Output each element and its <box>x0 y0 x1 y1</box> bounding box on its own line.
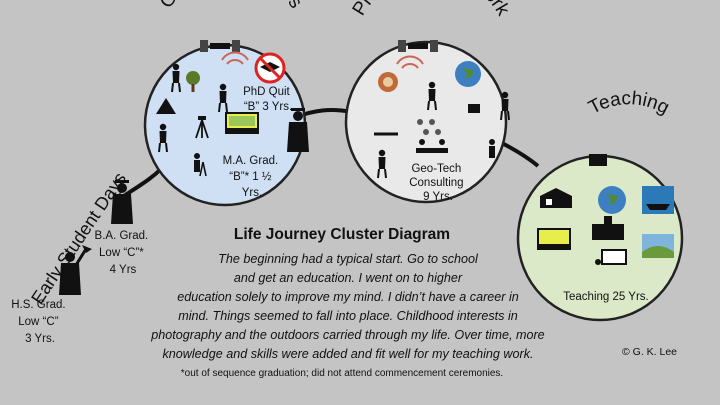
tree-icon <box>186 71 200 92</box>
board-icon <box>589 154 607 166</box>
photographer-icon-2 <box>489 139 495 158</box>
teacher-icon <box>595 249 627 265</box>
paragraph-line: and get an education. I went on to highe… <box>233 271 463 285</box>
classroom-icon <box>225 112 259 134</box>
network-icon <box>417 119 441 135</box>
computer-user-icon-2 <box>468 104 480 113</box>
surveyor-icon <box>195 116 209 139</box>
paragraph-line: photography and the outdoors carried thr… <box>151 328 545 342</box>
hs-graduate-icon <box>59 245 92 295</box>
private-sector-title: Private Sector Work <box>349 0 514 20</box>
tent-icon <box>156 98 176 114</box>
radar-icon-2 <box>396 55 424 69</box>
hs-label: H.S. Grad. Low “C” 3 Yrs. <box>11 299 69 345</box>
description-paragraph: The beginning had a typical start. Go to… <box>88 250 608 364</box>
copyright: © G. K. Lee <box>622 346 678 358</box>
farm-icon <box>642 234 674 258</box>
tripod-photographer-icon <box>194 153 207 177</box>
geo-label: Geo-Tech Consulting 9 Yrs. <box>409 163 467 203</box>
teaching-years-label: Teaching 25 Yrs. <box>563 291 648 303</box>
graduate-icon <box>287 108 309 152</box>
satellite-icon <box>200 40 240 52</box>
meeting-icon <box>416 139 448 153</box>
no-hat-icon <box>254 52 286 84</box>
diagram-title: Life Journey Cluster Diagram <box>233 226 451 243</box>
school-building-icon <box>540 188 572 208</box>
paragraph-line: The beginning had a typical start. Go to… <box>218 252 478 266</box>
ba-graduate-icon <box>111 180 133 224</box>
paragraph-line: knowledge and skills were added and fit … <box>162 347 534 361</box>
footnote: *out of sequence graduation; did not att… <box>180 368 504 379</box>
radar-icon <box>221 51 249 65</box>
school-icon <box>592 216 624 240</box>
paragraph-line: education solely to improve my mind. I d… <box>177 290 519 304</box>
globe-icon <box>455 61 481 87</box>
satellite-icon-2 <box>398 40 438 52</box>
graduate-studies-title: Graduate Studies <box>156 0 306 12</box>
teaching-title: Teaching <box>585 88 672 119</box>
ba-label: B.A. Grad. Low “C”* 4 Yrs <box>95 230 152 276</box>
ma-label: M.A. Grad. “B”* 1 ½ Yrs. <box>223 155 282 199</box>
paragraph-line: mind. Things seemed to fall into place. … <box>178 309 518 323</box>
ship-icon <box>642 186 674 214</box>
phd-label: PhD Quit “B” 3 Yrs. <box>243 86 293 113</box>
classroom-icon-2 <box>537 228 571 250</box>
globe-icon-2 <box>598 186 626 214</box>
weather-icon <box>378 72 398 92</box>
